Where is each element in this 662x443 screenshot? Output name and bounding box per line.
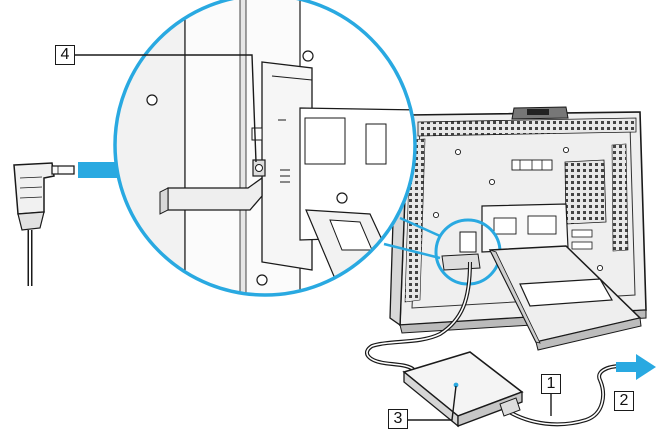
callout-leaders bbox=[75, 54, 552, 421]
dc-plug bbox=[13, 162, 75, 286]
magnify-connector-line bbox=[383, 242, 441, 260]
callout-1: 1 bbox=[541, 374, 561, 394]
callout-4: 4 bbox=[55, 45, 75, 65]
callout-3: 3 bbox=[388, 409, 408, 429]
outlet-direction-arrow bbox=[616, 354, 656, 380]
computer-stand bbox=[488, 245, 642, 351]
computer-rear-view bbox=[389, 106, 647, 334]
ac-adapter-cable bbox=[365, 261, 472, 372]
magnify-connector-line bbox=[399, 216, 441, 238]
power-cord bbox=[504, 364, 623, 427]
magnified-view bbox=[113, 0, 417, 297]
ac-adapter bbox=[402, 351, 524, 428]
callout-2: 2 bbox=[614, 391, 634, 411]
